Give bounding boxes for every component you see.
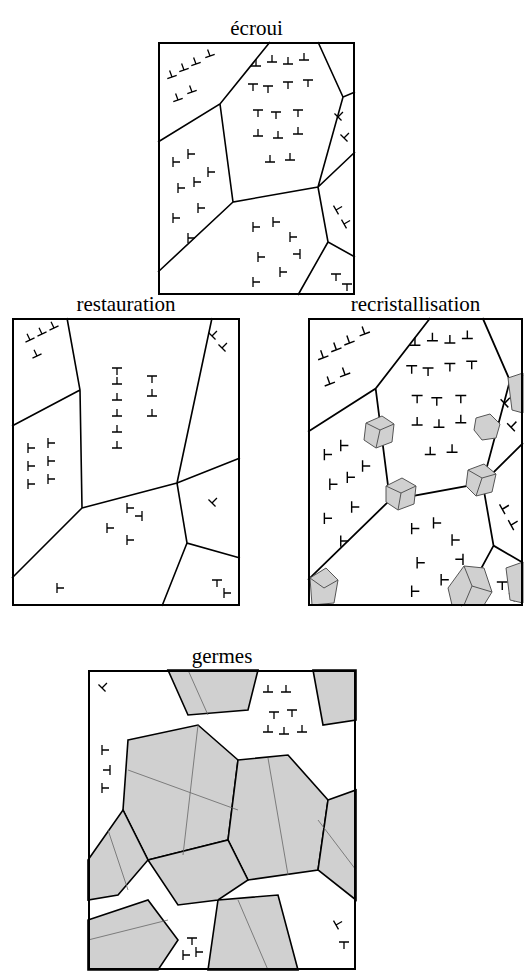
panel-title: germes	[88, 644, 356, 670]
panel-title: restauration	[12, 292, 240, 318]
panel: restauration	[12, 292, 240, 606]
panel-frame	[12, 318, 240, 606]
panel: écroui	[158, 16, 355, 295]
panel-title: recristallisation	[308, 292, 523, 318]
panel: germes	[88, 644, 356, 970]
panel-frame	[308, 318, 523, 606]
panel-frame	[158, 42, 355, 295]
panel-frame	[88, 670, 356, 970]
panel: recristallisation	[308, 292, 523, 606]
panel-title: écroui	[158, 16, 355, 42]
